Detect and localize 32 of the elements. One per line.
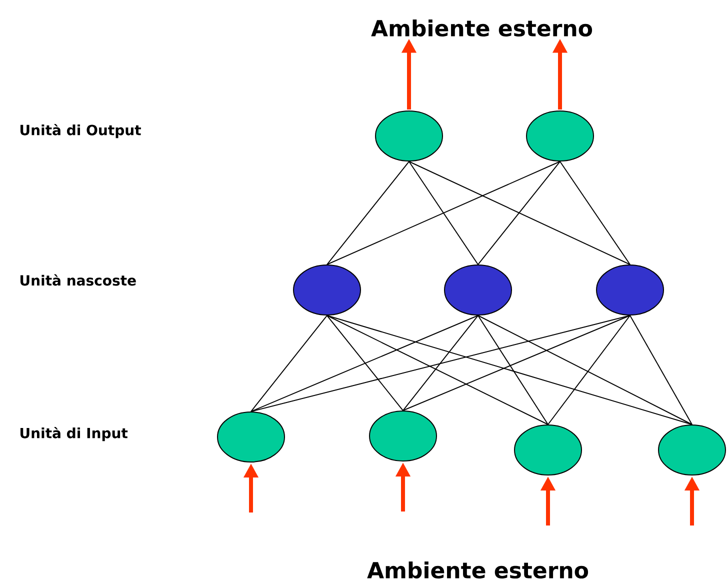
- connection-line: [402, 315, 630, 411]
- connection-line: [250, 315, 328, 412]
- connection-line: [402, 315, 478, 411]
- connection-line: [630, 315, 692, 425]
- connection-line: [548, 315, 630, 425]
- layer-label: Unità di Input: [20, 426, 128, 442]
- connection-line: [326, 161, 410, 265]
- connection-line: [478, 161, 560, 265]
- neuron-ellipse: [514, 424, 582, 476]
- connection-line: [560, 161, 630, 265]
- heading-text: Ambiente esterno: [367, 562, 588, 579]
- connection-line: [478, 315, 548, 425]
- layer-label: Unità nascoste: [20, 274, 136, 286]
- connection-line: [250, 315, 630, 412]
- connection-line: [408, 161, 478, 265]
- neuron-ellipse: [375, 110, 443, 162]
- neuron-ellipse: [596, 264, 664, 316]
- connection-line: [408, 161, 630, 265]
- neuron-ellipse: [293, 264, 361, 316]
- neuron-ellipse: [658, 424, 726, 476]
- connection-line: [478, 315, 692, 425]
- neuron-ellipse: [369, 410, 437, 462]
- connection-line: [326, 315, 404, 411]
- neuron-ellipse: [526, 110, 594, 162]
- connection-line: [326, 315, 548, 425]
- neuron-ellipse: [217, 412, 285, 462]
- layer-label: Unità di Output: [20, 124, 141, 138]
- connection-line: [326, 161, 560, 265]
- connection-line: [326, 315, 692, 425]
- connection-line: [250, 315, 478, 412]
- neuron-ellipse: [444, 264, 512, 316]
- heading-text: Ambiente esterno: [371, 19, 592, 37]
